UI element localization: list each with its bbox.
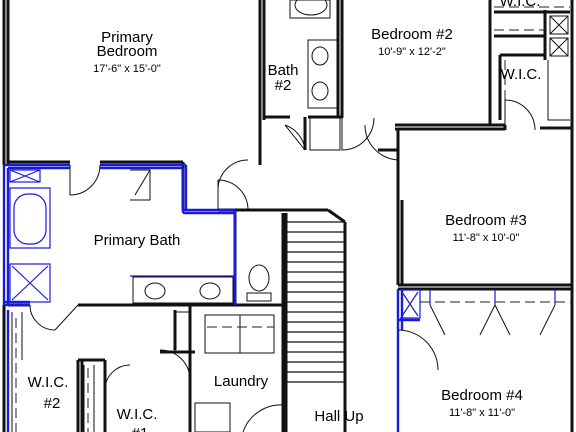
bedroom3-dims: 11'-8" x 10'-0" xyxy=(453,232,520,244)
wic1-label-2: #1 xyxy=(132,425,149,432)
sink-icon xyxy=(311,46,329,66)
room-labels: Primary Bedroom 17'-6" x 15'-0" Bath #2 … xyxy=(28,0,542,432)
wic2-label: W.I.C. xyxy=(28,374,69,391)
sink-icon xyxy=(311,81,329,101)
wic1-label: W.I.C. xyxy=(117,406,158,423)
door-icon xyxy=(29,304,79,331)
wic2-label-2: #2 xyxy=(44,395,61,412)
shower xyxy=(9,263,51,303)
door-icon xyxy=(217,159,249,191)
primary-suite-outline xyxy=(2,163,556,432)
bedroom2-label: Bedroom #2 xyxy=(371,26,453,43)
doors xyxy=(29,99,556,432)
door-icon xyxy=(397,329,439,371)
door-icon xyxy=(364,124,399,161)
bathtub xyxy=(9,187,51,249)
wic-top-label: W.I.C. xyxy=(500,0,541,10)
laundry-label: Laundry xyxy=(214,373,269,390)
hall-label: Hall Up xyxy=(314,408,363,425)
door-icon xyxy=(69,164,101,196)
bedroom4-dims: 11'-8" x 11'-0" xyxy=(449,407,515,419)
wic-right-label: W.I.C. xyxy=(501,66,542,83)
sink-icon xyxy=(199,282,221,300)
bedroom2-dims: 10'-9" x 12'-2" xyxy=(378,46,446,58)
door-icon xyxy=(341,117,375,151)
bathtub-basin xyxy=(13,193,47,245)
bedroom3-label: Bedroom #3 xyxy=(445,212,527,229)
primary-bedroom-label-2: Bedroom xyxy=(97,43,158,60)
staircase xyxy=(286,221,345,383)
door-icon xyxy=(217,179,249,211)
bath2-label-2: #2 xyxy=(275,77,292,94)
primary-bedroom-dims: 17'-6" x 15'-0" xyxy=(93,63,161,75)
closet-door-icon xyxy=(429,304,556,336)
door-icon xyxy=(104,364,131,391)
primary-bath-label: Primary Bath xyxy=(94,232,181,249)
primary-bedroom-label: Primary xyxy=(101,29,153,46)
bedroom4-label: Bedroom #4 xyxy=(441,387,523,404)
fixtures xyxy=(9,0,570,432)
door-icon xyxy=(504,99,536,131)
door-icon xyxy=(242,404,284,432)
door-icon xyxy=(284,124,306,151)
bath2-label: Bath xyxy=(268,62,299,79)
toilet-icon xyxy=(248,264,270,292)
sink-icon xyxy=(144,282,166,300)
toilet-icon xyxy=(294,0,328,16)
door-icon xyxy=(159,349,191,381)
